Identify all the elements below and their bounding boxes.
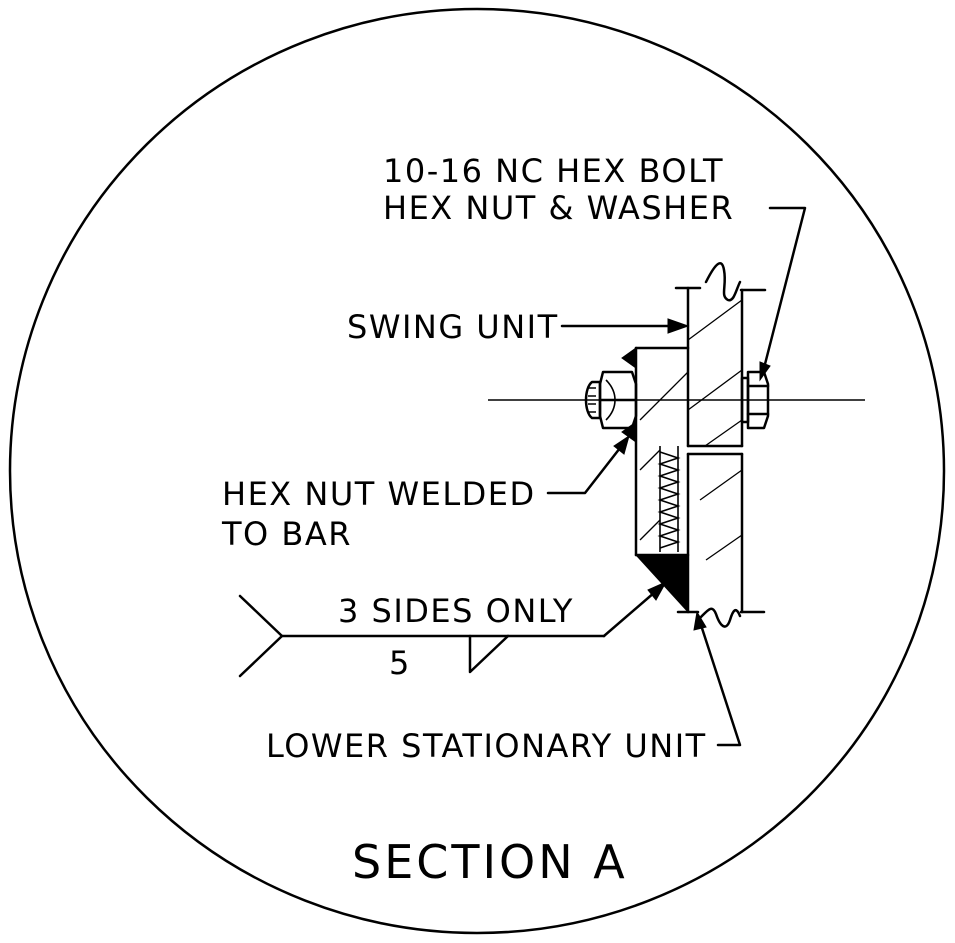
detail-circle (8, 7, 946, 935)
hex-nut-label-line2: TO BAR (221, 515, 352, 553)
weld-symbol (238, 580, 668, 678)
hex-nut-leader (546, 434, 630, 495)
bolt-label-line2: HEX NUT & WASHER (383, 189, 734, 227)
swing-unit-plate (674, 262, 767, 448)
bolt-threads (657, 446, 681, 552)
swing-unit-leader (560, 318, 690, 334)
weld-note-label: 3 SIDES ONLY (338, 592, 574, 630)
lower-unit-label: LOWER STATIONARY UNIT (266, 727, 707, 765)
lower-unit-leader (693, 610, 742, 747)
swing-unit-label: SWING UNIT (347, 308, 559, 346)
hex-nut-label-line1: HEX NUT WELDED (222, 475, 536, 513)
weld-size-label: 5 (389, 644, 411, 682)
bolt-label-line1: 10-16 NC HEX BOLT (383, 152, 724, 190)
section-title: SECTION A (352, 835, 628, 889)
hex-nut-left (584, 370, 638, 430)
lower-stationary-unit-plate (676, 452, 766, 628)
bolt-leader (759, 206, 807, 382)
